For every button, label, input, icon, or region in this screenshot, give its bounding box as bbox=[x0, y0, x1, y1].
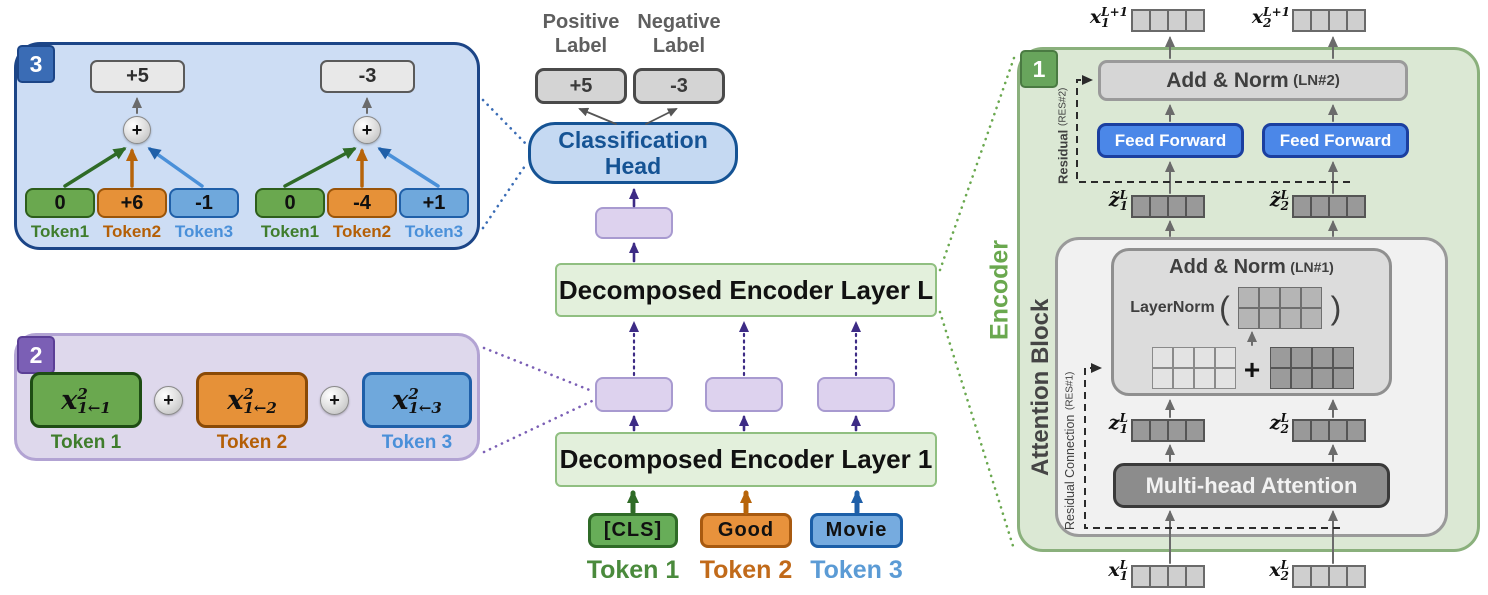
token1-label: Token1 bbox=[30, 222, 90, 241]
token1-contribution: 0 bbox=[25, 188, 95, 218]
token1-contribution: 0 bbox=[255, 188, 325, 218]
token1-label: Token1 bbox=[260, 222, 320, 241]
token3-label: Token 3 bbox=[381, 432, 453, 453]
plus-node-icon: + bbox=[123, 116, 151, 144]
token3-label: Token3 bbox=[174, 222, 234, 241]
sum-output-box-positive: +5 bbox=[90, 60, 185, 93]
multi-head-attention: Multi-head Attention bbox=[1113, 463, 1390, 508]
embedding-box bbox=[705, 377, 783, 412]
decomposed-encoder-layer-L: Decomposed Encoder Layer L bbox=[555, 263, 937, 317]
z2-vector bbox=[1292, 419, 1366, 442]
x1-L-vector bbox=[1131, 565, 1205, 588]
attention-block-label: Attention Block bbox=[1027, 298, 1054, 477]
token2-contribution: +6 bbox=[97, 188, 167, 218]
decomposed-encoder-layer-1: Decomposed Encoder Layer 1 bbox=[555, 432, 937, 487]
feed-forward-1: Feed Forward bbox=[1097, 123, 1244, 158]
ztilde1-vector bbox=[1131, 195, 1205, 218]
token2-label: Token 2 bbox=[216, 432, 288, 453]
token3-contribution: +1 bbox=[399, 188, 469, 218]
layernorm-sum-grid bbox=[1238, 287, 1322, 329]
ztilde2-vector bbox=[1292, 195, 1366, 218]
embedding-box bbox=[595, 377, 673, 412]
attention-output-grid bbox=[1270, 347, 1354, 389]
token2-label: Token 2 bbox=[699, 556, 793, 584]
x2-L-vector bbox=[1292, 565, 1366, 588]
encoder-label: Encoder bbox=[985, 239, 1014, 341]
x2-L+1-vector bbox=[1292, 9, 1366, 32]
token1-label: Token 1 bbox=[586, 556, 680, 584]
z1-vector bbox=[1131, 419, 1205, 442]
layernorm-close-paren: ) bbox=[1330, 289, 1342, 326]
plus-node-icon: + bbox=[353, 116, 381, 144]
embedding-box bbox=[817, 377, 895, 412]
token2-label: Token2 bbox=[102, 222, 162, 241]
add-norm-2: Add & Norm (LN#2) bbox=[1098, 60, 1408, 101]
plus-node-icon: + bbox=[154, 386, 183, 415]
negative-score-box: -3 bbox=[633, 68, 725, 104]
residual-2-label: Residual (RES#2) bbox=[1055, 87, 1071, 185]
movie-token-box: Movie bbox=[810, 513, 903, 548]
grid-plus-sign: + bbox=[1243, 354, 1261, 385]
residual-1-label: Residual Connection (RES#1) bbox=[1063, 371, 1077, 531]
layernorm-label: LayerNorm ( bbox=[1130, 289, 1230, 326]
add-norm-1-title: Add & Norm (LN#1) bbox=[1169, 255, 1334, 278]
panel-1-badge: 1 bbox=[1020, 50, 1058, 88]
token3-label: Token3 bbox=[404, 222, 464, 241]
sum-output-box-negative: -3 bbox=[320, 60, 415, 93]
panel-2-badge: 2 bbox=[17, 336, 55, 374]
panel-3-badge: 3 bbox=[17, 45, 55, 83]
feed-forward-2: Feed Forward bbox=[1262, 123, 1409, 158]
token2-contribution: -4 bbox=[327, 188, 397, 218]
good-token-box: Good bbox=[700, 513, 792, 548]
token3-label: Token 3 bbox=[810, 556, 903, 584]
token3-contribution: -1 bbox=[169, 188, 239, 218]
residual-grid bbox=[1152, 347, 1236, 389]
plus-node-icon: + bbox=[320, 386, 349, 415]
cls-token-box: [CLS] bbox=[588, 513, 678, 548]
positive-score-box: +5 bbox=[535, 68, 627, 104]
x1-L+1-vector bbox=[1131, 9, 1205, 32]
token1-label: Token 1 bbox=[50, 432, 122, 453]
token2-label: Token2 bbox=[332, 222, 392, 241]
embedding-box bbox=[595, 207, 673, 239]
